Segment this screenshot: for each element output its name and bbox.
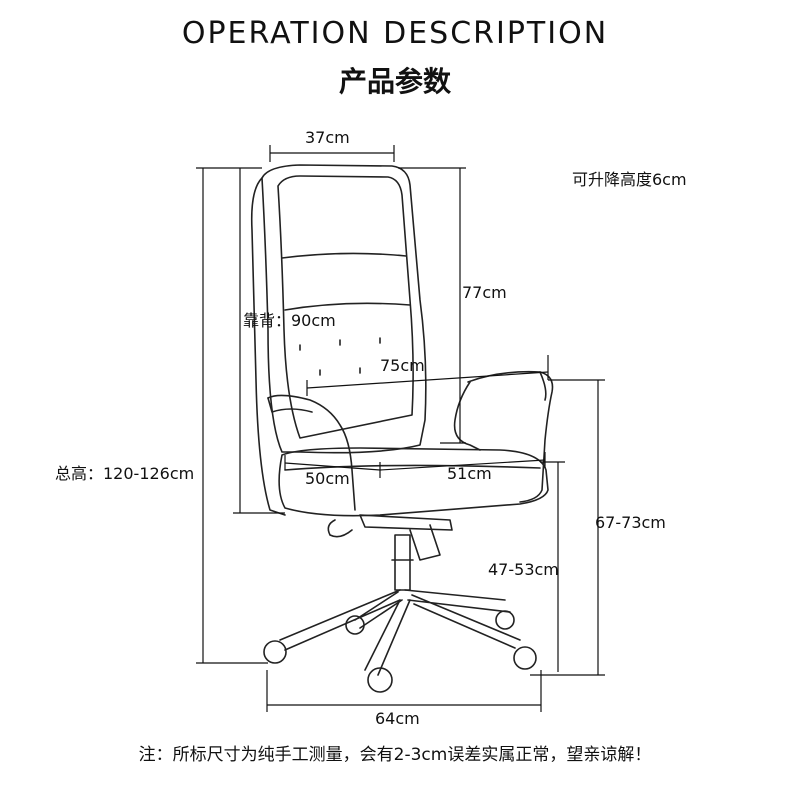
backrest-cushion — [277, 175, 414, 439]
base-width-label: 64cm — [375, 709, 420, 728]
back-height-upper-label: 77cm — [462, 283, 507, 302]
gas-lift — [394, 534, 411, 591]
seat-height-label: 47-53cm — [488, 560, 559, 579]
armrest-span-label: 75cm — [380, 356, 425, 375]
footer-note: 注：所标尺寸为纯手工测量，会有2-3cm误差实属正常，望亲谅解！ — [138, 745, 652, 765]
lift-range-label: 可升降高度6cm — [572, 170, 687, 189]
backrest-label: 靠背：90cm — [243, 311, 336, 330]
seat-depth-label: 50cm — [305, 469, 350, 488]
total-height-label: 总高：120-126cm — [55, 464, 195, 483]
caster — [495, 610, 515, 630]
seat — [278, 447, 549, 517]
arm-height-label: 67-73cm — [595, 513, 666, 532]
seat-width-label: 51cm — [447, 464, 492, 483]
headrest-seam — [281, 252, 407, 259]
title-en: OPERATION DESCRIPTION — [181, 16, 609, 51]
headrest-width-label: 37cm — [305, 128, 350, 147]
caster — [513, 646, 537, 670]
caster — [345, 615, 365, 635]
star-base — [279, 589, 521, 676]
title-cn: 产品参数 — [338, 65, 451, 98]
caster — [367, 667, 393, 693]
caster — [263, 640, 287, 664]
right-armrest — [467, 370, 554, 503]
